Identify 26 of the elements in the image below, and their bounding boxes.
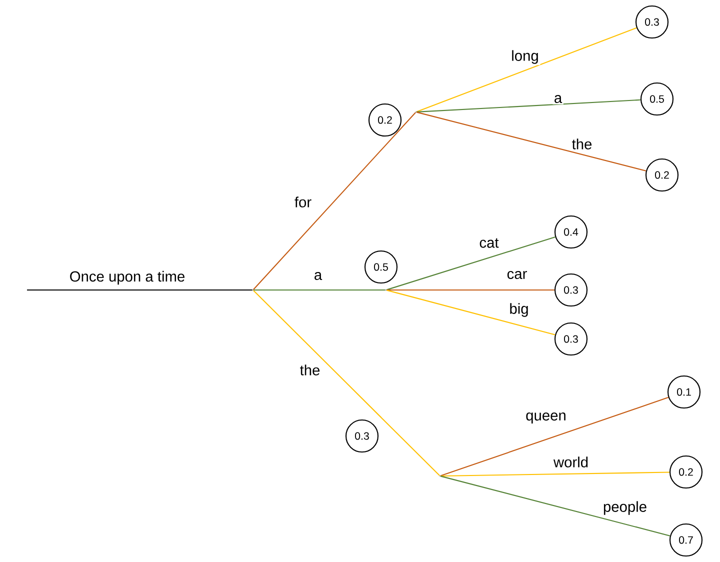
branch-line — [253, 290, 440, 476]
edge-label: a — [552, 94, 564, 104]
branch-line — [254, 289, 386, 291]
branch-line — [27, 289, 252, 291]
branch-line — [386, 236, 556, 290]
branch-line — [440, 396, 669, 476]
edge-label: people — [602, 500, 648, 516]
edge-label: queen — [524, 411, 568, 425]
branch-line — [440, 472, 670, 477]
branch-line — [416, 99, 641, 112]
edge-label: the — [570, 137, 594, 151]
branch-line — [416, 27, 637, 112]
edge-label: a — [312, 270, 324, 282]
branch-line — [416, 112, 646, 172]
branch-line — [386, 290, 556, 336]
branch-line — [440, 476, 670, 536]
text-label: Once upon a time — [70, 270, 184, 285]
branch-line — [386, 289, 554, 291]
edge-label: long — [510, 48, 540, 66]
edge-label: for — [293, 195, 313, 209]
edge-label: cat — [478, 236, 500, 250]
edge-label: car — [506, 270, 529, 280]
edge-label: big — [508, 302, 530, 318]
edge-label: the — [298, 363, 322, 377]
branch-line — [253, 112, 416, 290]
edge-label: world — [552, 455, 590, 469]
